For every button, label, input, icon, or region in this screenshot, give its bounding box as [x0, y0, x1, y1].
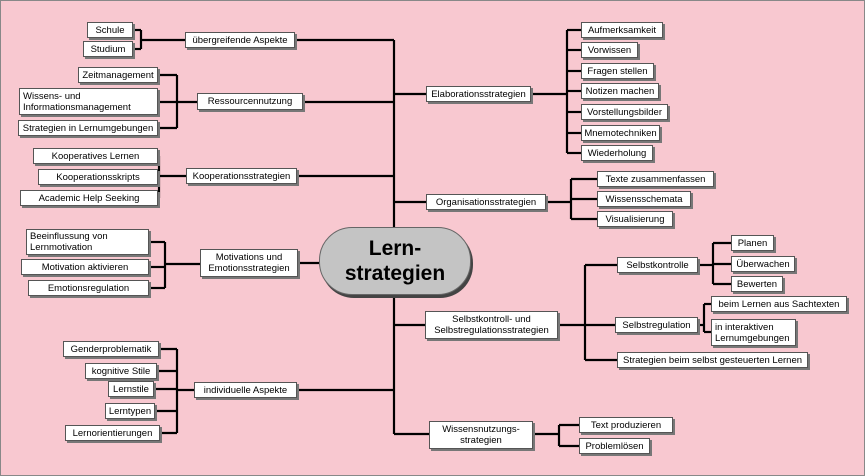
node-lernstile: Lernstile [108, 381, 154, 397]
node-zeitmanagement: Zeitmanagement [78, 67, 158, 83]
node-beeinflussung-lernmotivation: Beeinflussung von Lernmotivation [26, 229, 149, 255]
node-texte-zusammenfassen: Texte zusammenfassen [597, 171, 714, 187]
node-interaktive-lernumgebungen: in interaktiven Lernumgebungen [711, 319, 796, 346]
branch-individuelle-aspekte: individuelle Aspekte [194, 382, 297, 398]
node-academic-help-seeking: Academic Help Seeking [20, 190, 158, 206]
node-selbstregulation: Selbstregulation [615, 317, 698, 333]
node-kooperatives-lernen: Kooperatives Lernen [33, 148, 158, 164]
branch-wissensnutzungsstrategien: Wissensnutzungs- strategien [429, 421, 533, 449]
node-notizen-machen: Notizen machen [581, 83, 659, 99]
branch-motivations-emotionsstrategien: Motivations und Emotionsstrategien [200, 249, 298, 277]
branch-selbstkontroll-selbstregulationsstrategien: Selbstkontroll- und Selbstregulationsstr… [425, 311, 558, 339]
node-lerntypen: Lerntypen [105, 403, 155, 419]
node-visualisierung: Visualisierung [597, 211, 673, 227]
node-lernorientierungen: Lernorientierungen [65, 425, 160, 441]
branch-elaborationsstrategien: Elaborationsstrategien [426, 86, 531, 102]
node-selbstkontrolle: Selbstkontrolle [617, 257, 698, 273]
node-aufmerksamkeit: Aufmerksamkeit [581, 22, 663, 38]
node-kooperationsskripts: Kooperationsskripts [38, 169, 158, 185]
node-ueberwachen: Überwachen [731, 256, 795, 272]
node-selbst-gesteuertes-lernen: Strategien beim selbst gesteuerten Lerne… [617, 352, 808, 368]
branch-organisationsstrategien: Organisationsstrategien [426, 194, 546, 210]
node-vorstellungsbilder: Vorstellungsbilder [581, 104, 668, 120]
node-text-produzieren: Text produzieren [579, 417, 673, 433]
node-bewerten: Bewerten [731, 276, 783, 292]
central-topic: Lern- strategien [319, 227, 471, 295]
branch-ressourcennutzung: Ressourcennutzung [197, 93, 303, 110]
node-kognitive-stile: kognitive Stile [85, 363, 157, 379]
node-wissensmanagement: Wissens- und Informationsmanagement [19, 88, 158, 115]
node-problemloesen: Problemlösen [579, 438, 650, 454]
node-studium: Studium [83, 41, 133, 57]
node-mnemotechniken: Mnemotechniken [581, 125, 660, 141]
node-wiederholung: Wiederholung [581, 145, 653, 161]
node-planen: Planen [731, 235, 774, 251]
node-motivation-aktivieren: Motivation aktivieren [21, 259, 149, 275]
node-emotionsregulation: Emotionsregulation [28, 280, 149, 296]
node-fragen-stellen: Fragen stellen [581, 63, 654, 79]
node-schule: Schule [87, 22, 133, 38]
node-strategien-lernumgebungen: Strategien in Lernumgebungen [18, 120, 158, 136]
branch-uebergreifende-aspekte: übergreifende Aspekte [185, 32, 295, 48]
branch-kooperationsstrategien: Kooperationsstrategien [186, 168, 297, 184]
node-lernen-aus-sachtexten: beim Lernen aus Sachtexten [711, 296, 847, 312]
node-genderproblematik: Genderproblematik [63, 341, 159, 357]
node-wissensschemata: Wissensschemata [597, 191, 691, 207]
node-vorwissen: Vorwissen [581, 42, 638, 58]
